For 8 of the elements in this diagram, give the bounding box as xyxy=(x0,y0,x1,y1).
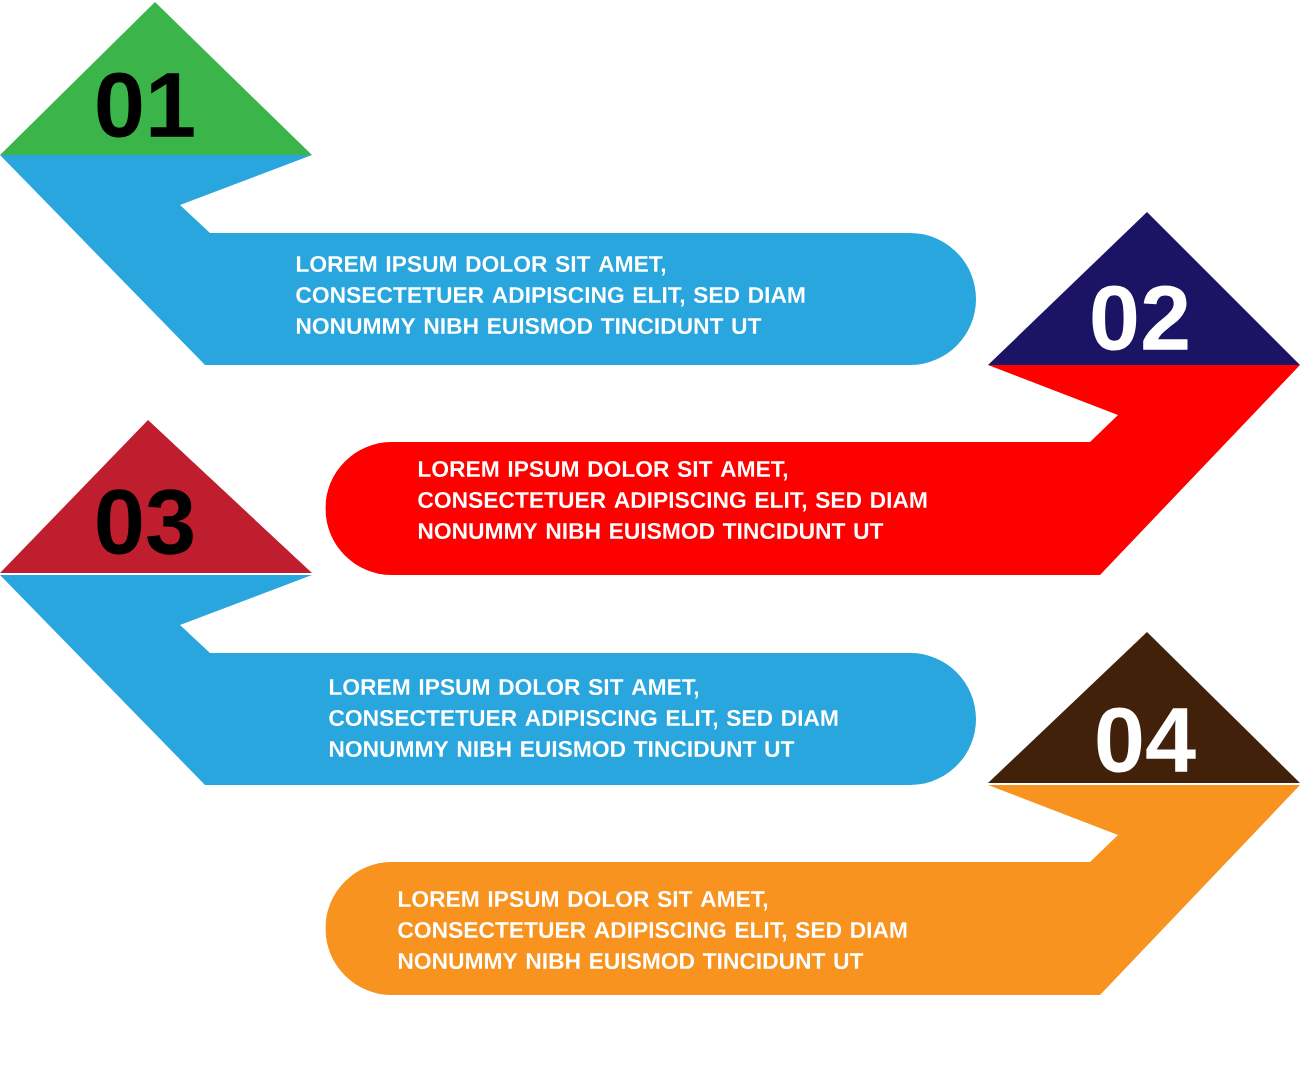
number-triangle: 04 xyxy=(988,632,1300,783)
ribbon-band: LOREM IPSUM DOLOR SIT AMET, CONSECTETUER ADIPISCING ELIT, SED DIAM NONUMMY NIBH EUISMOD TINCIDUNT UT xyxy=(325,365,1300,575)
number-triangle: 01 xyxy=(0,2,312,155)
ribbon-band: LOREM IPSUM DOLOR SIT AMET, CONSECTETUER ADIPISCING ELIT, SED DIAM NONUMMY NIBH EUISMOD TINCIDUNT UT xyxy=(0,155,976,365)
ribbon-band: LOREM IPSUM DOLOR SIT AMET, CONSECTETUER ADIPISCING ELIT, SED DIAM NONUMMY NIBH EUISMOD TINCIDUNT UT xyxy=(0,575,976,785)
ribbon-band: LOREM IPSUM DOLOR SIT AMET, CONSECTETUER ADIPISCING ELIT, SED DIAM NONUMMY NIBH EUISMOD TINCIDUNT UT xyxy=(325,785,1300,995)
number-triangle: 02 xyxy=(988,212,1300,365)
number-triangle: 03 xyxy=(0,420,312,573)
